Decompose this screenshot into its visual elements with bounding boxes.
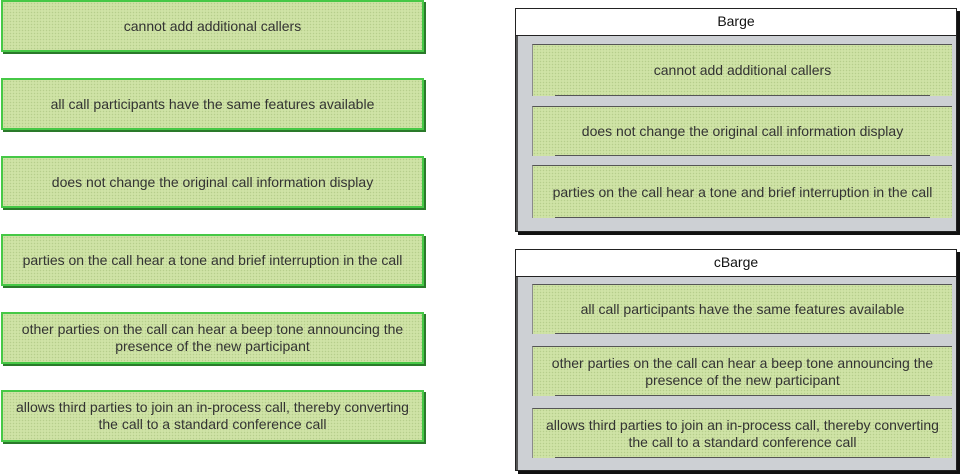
placed-item-beep-tone[interactable]: other parties on the call can hear a bee…: [532, 346, 952, 396]
target-zone-cbarge[interactable]: cBarge all call participants have the sa…: [515, 249, 957, 471]
placed-item-conference[interactable]: allows third parties to join an in-proce…: [532, 408, 952, 458]
target-title-cbarge: cBarge: [516, 250, 956, 277]
source-item-label: does not change the original call inform…: [51, 173, 374, 190]
source-item-label: other parties on the call can hear a bee…: [21, 321, 404, 354]
source-item-tone-interruption[interactable]: parties on the call hear a tone and brie…: [1, 234, 424, 286]
source-item-no-display-change[interactable]: does not change the original call inform…: [1, 156, 424, 208]
placed-item-label: all call participants have the same feat…: [580, 301, 905, 317]
source-item-cannot-add-callers[interactable]: cannot add additional callers: [1, 0, 424, 52]
placed-item-label: cannot add additional callers: [653, 62, 832, 78]
placed-item-tone-interruption[interactable]: parties on the call hear a tone and brie…: [532, 165, 952, 218]
placed-item-label: does not change the original call inform…: [581, 123, 904, 139]
placed-item-cannot-add-callers[interactable]: cannot add additional callers: [532, 44, 952, 96]
target-title-barge: Barge: [516, 9, 956, 36]
placed-item-same-features[interactable]: all call participants have the same feat…: [532, 284, 952, 334]
source-item-beep-tone[interactable]: other parties on the call can hear a bee…: [1, 312, 424, 364]
source-item-label: all call participants have the same feat…: [50, 95, 375, 112]
placed-item-label: allows third parties to join an in-proce…: [546, 416, 939, 450]
placed-item-label: other parties on the call can hear a bee…: [551, 354, 934, 388]
source-item-label: allows third parties to join an in-proce…: [16, 399, 409, 432]
placed-item-no-display-change[interactable]: does not change the original call inform…: [532, 106, 952, 156]
source-item-label: cannot add additional callers: [123, 17, 302, 34]
source-item-label: parties on the call hear a tone and brie…: [22, 251, 403, 268]
source-item-same-features[interactable]: all call participants have the same feat…: [1, 78, 424, 130]
placed-item-label: parties on the call hear a tone and brie…: [552, 183, 933, 200]
source-item-conference[interactable]: allows third parties to join an in-proce…: [1, 390, 424, 442]
target-zone-barge[interactable]: Barge cannot add additional callers does…: [515, 8, 957, 232]
